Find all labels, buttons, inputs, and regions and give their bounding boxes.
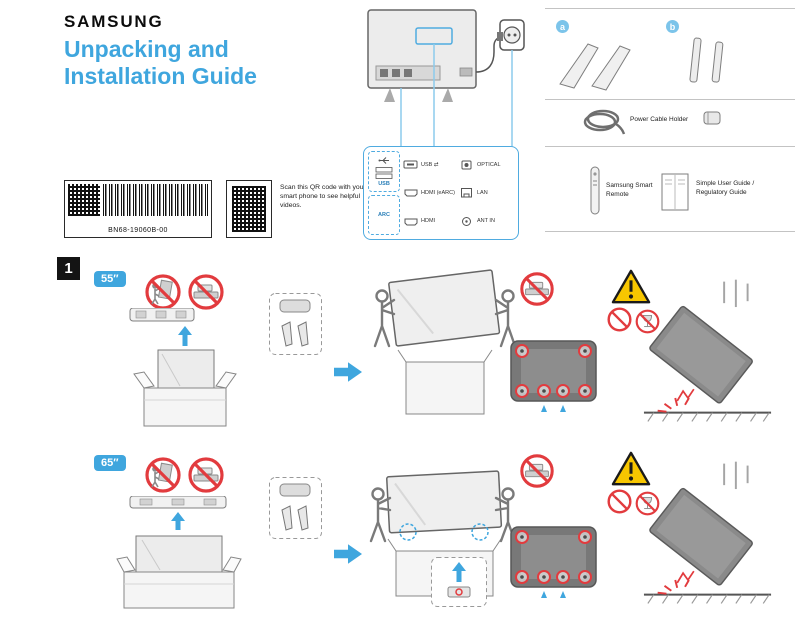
qr-code-small [68, 184, 100, 216]
falling-tv-55-illustration [642, 278, 774, 428]
prohibition-flat-icon [186, 272, 226, 312]
parts-callout-65 [268, 476, 323, 540]
antenna-port-icon [462, 216, 471, 226]
port-antenna: ANT IN [459, 208, 514, 235]
page-title-line1: Unpacking and [64, 36, 229, 62]
screw-locations-55-illustration [506, 336, 601, 416]
barcode-stripes [103, 184, 208, 216]
port-label: USB ⇄ [421, 161, 439, 168]
arrow-right-icon [334, 544, 362, 564]
port-lan: LAN [459, 179, 514, 206]
barcode-label: BN68-19060B-00 [64, 180, 212, 238]
part-b-badge: b [666, 20, 679, 33]
part-a-badge: a [556, 20, 569, 33]
usb-symbol-icon [378, 156, 389, 164]
port-optical: OPTICAL [459, 151, 514, 178]
qr-code [232, 186, 266, 232]
port-label: HDMI [421, 218, 436, 225]
prohibition-flat-icon [518, 452, 556, 490]
stand-covers-illustration [689, 37, 724, 83]
port-label: OPTICAL [477, 161, 501, 168]
screw-locations-65-illustration [506, 522, 601, 602]
port-hdmi-earc: HDMI (eARC) [403, 179, 458, 206]
unpack-box-55-illustration [128, 308, 243, 428]
remote-label: Samsung Smart Remote [606, 182, 653, 198]
cable-holder-label: Power Cable Holder [630, 116, 689, 123]
port-label: LAN [477, 189, 488, 196]
lifting-tv-55-illustration [372, 262, 517, 432]
guides-label: Simple User Guide / Regulatory Guide [696, 180, 755, 196]
samsung-logo: SAMSUNG [64, 12, 164, 31]
divider [545, 146, 795, 147]
power-cable-icon [583, 109, 626, 135]
divider [545, 99, 795, 100]
size-badge-65: 65″ [94, 455, 126, 471]
tv-rear-diagram [367, 9, 525, 146]
cable-holder-icon [703, 111, 721, 125]
prohibition-flat-icon [186, 455, 226, 495]
usb-group: USB [368, 151, 400, 192]
barcode-row [68, 184, 208, 224]
hdmi-port-icon [404, 189, 418, 197]
port-label: HDMI (eARC) [421, 189, 455, 196]
ports-left-column: USB ARC [368, 151, 400, 235]
prohibition-icon [606, 488, 633, 515]
arc-group: ARC [368, 194, 400, 235]
usb-group-label: USB [378, 180, 390, 187]
ports-grid: USB ⇄ HDMI (eARC) HDMI OPTICAL [403, 151, 514, 235]
port-label: ANT IN [477, 218, 495, 225]
parts-callout-55 [268, 292, 323, 356]
divider [545, 231, 795, 232]
page-title: Unpacking and Installation Guide [64, 36, 257, 90]
hdmi-port-icon [404, 218, 418, 226]
usb-ports-icon [375, 166, 393, 179]
stand-feet-illustration [559, 43, 631, 91]
port-usb: USB ⇄ [403, 151, 458, 178]
falling-tv-65-illustration [642, 460, 774, 610]
lan-port-icon [461, 188, 472, 198]
arc-group-label: ARC [378, 211, 390, 218]
prohibition-icon [606, 306, 633, 333]
optical-port-icon [461, 160, 472, 170]
remote-icon [590, 166, 600, 215]
screw-callout-65 [430, 556, 488, 608]
step-1-number: 1 [57, 257, 80, 280]
size-badge-55: 55″ [94, 271, 126, 287]
qr-code-box [226, 180, 272, 238]
qr-note: Scan this QR code with your smart phone … [280, 184, 366, 210]
user-guide-icon [661, 173, 689, 211]
model-code: BN68-19060B-00 [108, 227, 168, 234]
port-hdmi: HDMI [403, 208, 458, 235]
unpack-box-65-illustration [116, 496, 242, 611]
ports-panel: USB ARC USB ⇄ HDMI (eARC) [363, 146, 519, 240]
usb-port-icon [403, 160, 418, 169]
divider [545, 8, 795, 9]
arrow-right-icon [334, 362, 362, 382]
prohibition-carry-icon [143, 272, 183, 312]
prohibition-flat-icon [518, 270, 556, 308]
prohibition-carry-icon [143, 455, 183, 495]
page-title-line2: Installation Guide [64, 63, 257, 90]
